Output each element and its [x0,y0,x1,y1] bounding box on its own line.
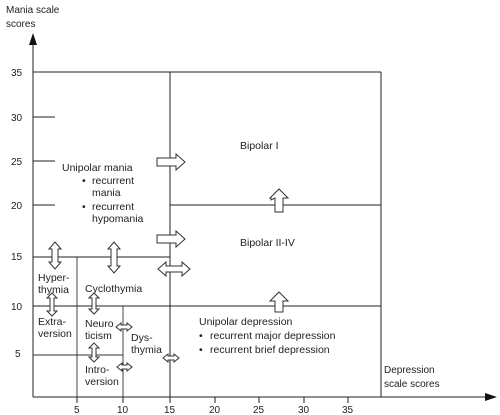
y-tick-label: 10 [11,302,23,313]
bullet: • [199,330,203,342]
hyperthymia-label-line1: Hyper- [38,272,70,284]
unipolar-mania-block: Unipolar mania • recurrent mania • recur… [62,162,144,225]
cyclothymia-label: Cyclothymia [85,283,142,295]
bipolar-i-label: Bipolar I [240,140,279,152]
unipolar-mania-title: Unipolar mania [62,162,133,174]
unipolar-mania-bullet2-line2: hypomania [92,213,144,225]
right-arrow-icon [156,229,186,249]
bullet: • [82,201,86,213]
double-vertical-arrow-icon [87,292,101,315]
unipolar-mania-bullet1-line1: recurrent [92,175,134,187]
x-tick-label: 35 [342,405,354,415]
unipolar-mania-bullet2-line1: recurrent [92,201,134,213]
double-vertical-arrow-icon [45,292,59,317]
right-arrow-icon [156,152,186,172]
double-horizontal-arrow-icon [162,352,180,364]
x-ticks: 5 10 15 20 25 30 35 [74,397,354,415]
double-vertical-arrow-icon [47,241,63,270]
x-tick-label: 10 [117,405,129,415]
x-tick-label: 30 [298,405,310,415]
y-axis-title-line1: Mania scale [6,5,60,16]
unipolar-depression-block: Unipolar depression • recurrent major de… [199,316,336,356]
extraversion-label-line2: version [38,328,72,340]
introversion-label-line2: version [85,376,119,388]
x-axis-title-line1: Depression [384,365,435,376]
x-axis-arrowhead [485,393,497,401]
bipolar-ii-iv-label: Bipolar II-IV [240,237,295,249]
dysthymia-label-line2: thymia [131,344,162,356]
double-horizontal-arrow-icon [157,260,191,278]
x-tick-label: 20 [209,405,221,415]
up-arrow-icon [268,188,290,213]
x-tick-label: 25 [253,405,265,415]
dysthymia-label-line1: Dys- [131,332,153,344]
bullet: • [82,175,86,187]
y-ticks: 35 30 25 20 15 10 5 [11,68,55,360]
y-tick-label: 20 [11,201,23,212]
x-tick-label: 5 [74,405,80,415]
hyperthymia-label-line2: thymia [38,284,69,296]
region-boundaries [33,71,382,397]
y-tick-label: 30 [11,113,23,124]
unipolar-depression-title: Unipolar depression [199,316,293,328]
unipolar-depression-bullet1: recurrent major depression [210,330,336,342]
unipolar-depression-bullet2: recurrent brief depression [210,344,330,356]
extraversion-label-line1: Extra- [38,316,67,328]
x-axis-title-line2: scale scores [384,379,440,390]
double-horizontal-arrow-icon [115,321,133,333]
y-tick-label: 25 [11,157,23,168]
y-tick-label: 15 [11,252,23,263]
y-axis-title-line2: scores [6,19,35,30]
double-vertical-arrow-icon [87,342,101,363]
neuroticism-label-line1: Neuro [85,318,114,330]
up-arrow-icon [268,291,290,313]
y-tick-label: 5 [15,349,21,360]
unipolar-mania-bullet1-line2: mania [92,187,121,199]
y-tick-label: 35 [11,68,23,79]
introversion-label-line1: Intro- [85,364,110,376]
x-tick-label: 15 [164,405,176,415]
y-axis-arrowhead [29,33,37,45]
bullet: • [199,344,203,356]
double-horizontal-arrow-icon [116,361,133,373]
double-vertical-arrow-icon [106,241,122,274]
neuroticism-label-line2: ticism [85,330,112,342]
